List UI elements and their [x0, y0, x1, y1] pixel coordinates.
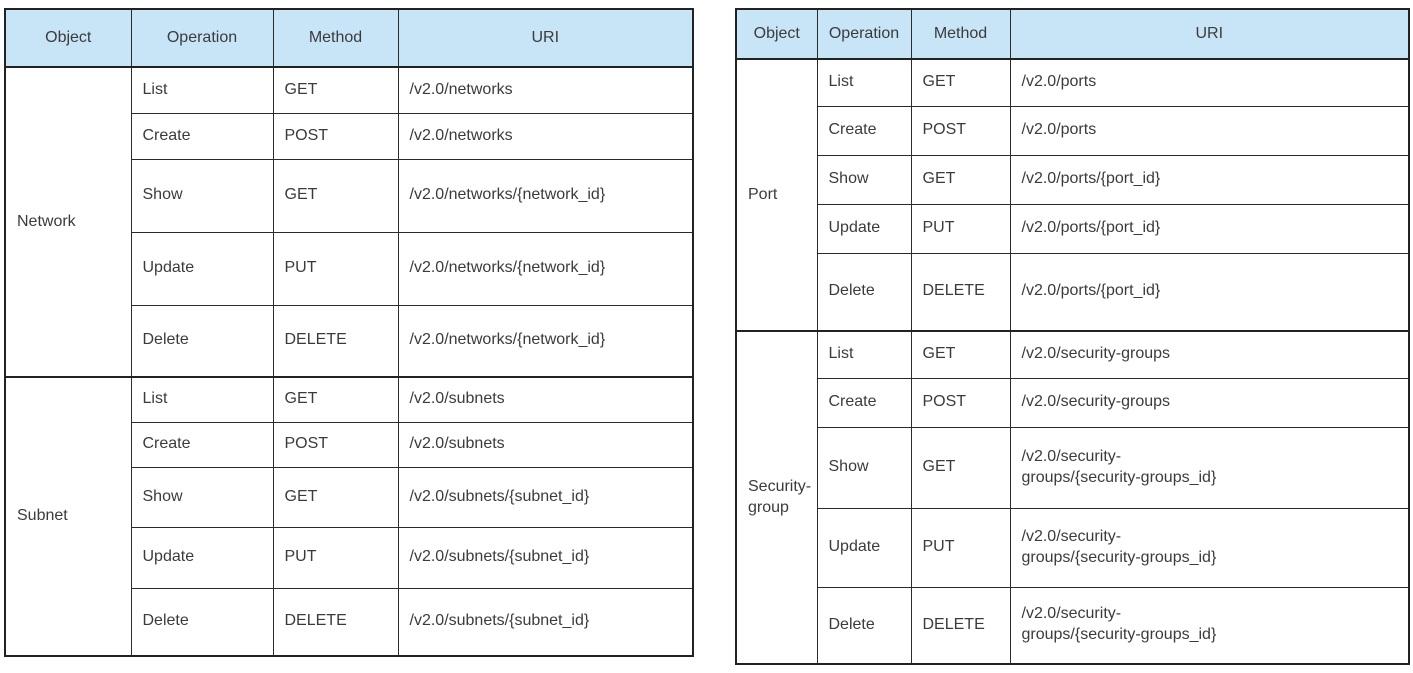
cell-uri: /v2.0/networks	[397, 112, 694, 160]
cell-method: DELETE	[272, 587, 399, 657]
cell-method: POST	[272, 112, 399, 160]
cell-uri: /v2.0/networks/{network_id}	[397, 231, 694, 306]
cell-operation: Show	[816, 426, 912, 509]
cell-operation: Show	[130, 158, 274, 233]
cell-method: GET	[272, 66, 399, 114]
cell-operation: Delete	[816, 586, 912, 665]
column-header-object: Object	[4, 8, 132, 68]
cell-method: POST	[910, 105, 1011, 156]
cell-operation: Create	[130, 421, 274, 468]
column-header-uri: URI	[397, 8, 694, 68]
cell-uri: /v2.0/subnets	[397, 421, 694, 468]
cell-operation: Update	[816, 507, 912, 588]
column-header-operation: Operation	[816, 8, 912, 60]
cell-operation: Create	[816, 105, 912, 156]
cell-method: GET	[910, 58, 1011, 107]
cell-uri: /v2.0/networks/{network_id}	[397, 304, 694, 378]
column-header-method: Method	[910, 8, 1011, 60]
cell-operation: Create	[130, 112, 274, 160]
column-header-method: Method	[272, 8, 399, 68]
cell-operation: Update	[130, 231, 274, 306]
cell-operation: Show	[816, 154, 912, 205]
cell-method: GET	[272, 466, 399, 528]
cell-method: PUT	[272, 231, 399, 306]
cell-uri: /v2.0/security- groups/{security-groups_…	[1009, 426, 1410, 509]
cell-operation: Show	[130, 466, 274, 528]
column-header-object: Object	[735, 8, 818, 60]
cell-method: GET	[910, 330, 1011, 379]
cell-uri: /v2.0/security-groups	[1009, 377, 1410, 428]
object-cell-port: Port	[735, 58, 818, 332]
cell-method: PUT	[272, 526, 399, 589]
cell-uri: /v2.0/security- groups/{security-groups_…	[1009, 507, 1410, 588]
cell-operation: Create	[816, 377, 912, 428]
cell-uri: /v2.0/ports/{port_id}	[1009, 154, 1410, 205]
column-header-uri: URI	[1009, 8, 1410, 60]
cell-method: DELETE	[910, 252, 1011, 332]
cell-uri: /v2.0/ports	[1009, 105, 1410, 156]
cell-method: POST	[272, 421, 399, 468]
cell-uri: /v2.0/subnets/{subnet_id}	[397, 526, 694, 589]
cell-operation: Delete	[130, 587, 274, 657]
cell-method: POST	[910, 377, 1011, 428]
cell-operation: List	[130, 376, 274, 423]
cell-operation: Update	[130, 526, 274, 589]
object-cell-subnet: Subnet	[4, 376, 132, 657]
cell-uri: /v2.0/subnets/{subnet_id}	[397, 587, 694, 657]
cell-operation: List	[816, 58, 912, 107]
cell-method: GET	[272, 158, 399, 233]
cell-uri: /v2.0/subnets	[397, 376, 694, 423]
cell-operation: Delete	[130, 304, 274, 378]
cell-method: GET	[910, 426, 1011, 509]
cell-operation: Delete	[816, 252, 912, 332]
cell-uri: /v2.0/security- groups/{security-groups_…	[1009, 586, 1410, 665]
object-cell-network: Network	[4, 66, 132, 378]
cell-uri: /v2.0/ports/{port_id}	[1009, 252, 1410, 332]
cell-uri: /v2.0/subnets/{subnet_id}	[397, 466, 694, 528]
cell-uri: /v2.0/ports/{port_id}	[1009, 203, 1410, 254]
cell-method: PUT	[910, 507, 1011, 588]
cell-method: DELETE	[910, 586, 1011, 665]
cell-uri: /v2.0/networks	[397, 66, 694, 114]
cell-method: DELETE	[272, 304, 399, 378]
cell-uri: /v2.0/networks/{network_id}	[397, 158, 694, 233]
cell-operation: List	[130, 66, 274, 114]
cell-uri: /v2.0/ports	[1009, 58, 1410, 107]
cell-method: PUT	[910, 203, 1011, 254]
cell-operation: List	[816, 330, 912, 379]
column-header-operation: Operation	[130, 8, 274, 68]
cell-operation: Update	[816, 203, 912, 254]
cell-method: GET	[910, 154, 1011, 205]
cell-uri: /v2.0/security-groups	[1009, 330, 1410, 379]
object-cell-security-group: Security-group	[735, 330, 818, 665]
cell-method: GET	[272, 376, 399, 423]
